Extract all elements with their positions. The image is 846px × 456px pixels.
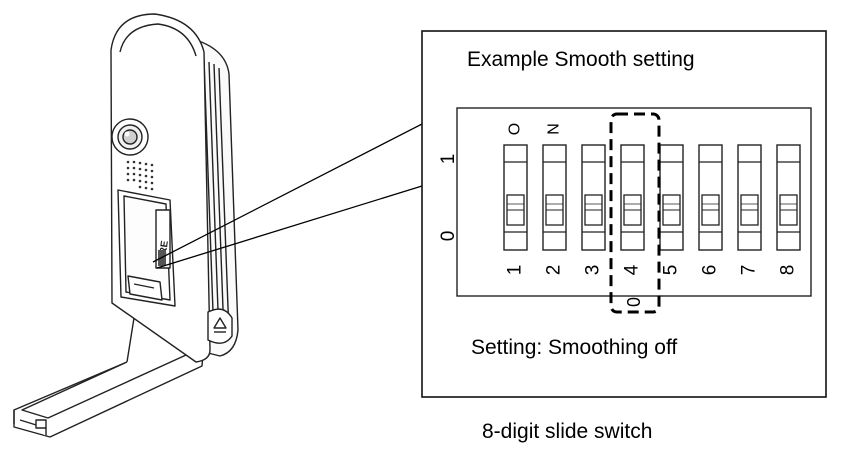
callout-title: Example Smooth setting	[467, 48, 695, 71]
switch-7: 7	[737, 144, 762, 276]
switch-number: 2	[544, 265, 565, 276]
dip-switch-outline	[456, 107, 812, 297]
switch-number: 3	[583, 265, 604, 276]
camera-device: HRE	[13, 13, 239, 438]
switch-bank: 1 2 3 4 5 6 7 8	[503, 144, 801, 276]
on-label-letter: N	[546, 123, 563, 135]
switch-number: 5	[661, 265, 682, 276]
switch-4: 4	[620, 144, 645, 275]
switch-number: 1	[505, 265, 526, 276]
switch-number: 4	[622, 264, 643, 275]
lens-icon	[111, 118, 149, 156]
switch-number: 7	[739, 265, 760, 276]
speaker-grille-icon	[126, 160, 154, 191]
device-stand	[13, 317, 206, 438]
device-front	[110, 13, 211, 363]
highlight-box	[609, 112, 661, 314]
callout-frame	[421, 30, 827, 398]
switch-number: 8	[778, 265, 799, 276]
switch-compartment: HRE	[117, 189, 176, 307]
figure-caption: 8-digit slide switch	[482, 420, 653, 443]
switch-1: 1	[503, 144, 528, 276]
callout-status: Setting: Smoothing off	[471, 336, 678, 359]
switch-5: 5	[659, 144, 684, 276]
switch-3: 3	[581, 144, 606, 276]
switch-2: 2	[542, 144, 567, 276]
side-label-off-position: 0	[438, 231, 459, 242]
callout-pointer-lines	[152, 123, 423, 269]
side-label-on-position: 1	[438, 154, 459, 165]
switch-number: 6	[700, 265, 721, 276]
switch-8: 8	[776, 144, 801, 276]
highlight-marker: 0	[624, 297, 644, 307]
switch-6: 6	[698, 144, 723, 276]
eject-button-icon	[207, 308, 233, 344]
on-label-letter: O	[507, 123, 524, 135]
